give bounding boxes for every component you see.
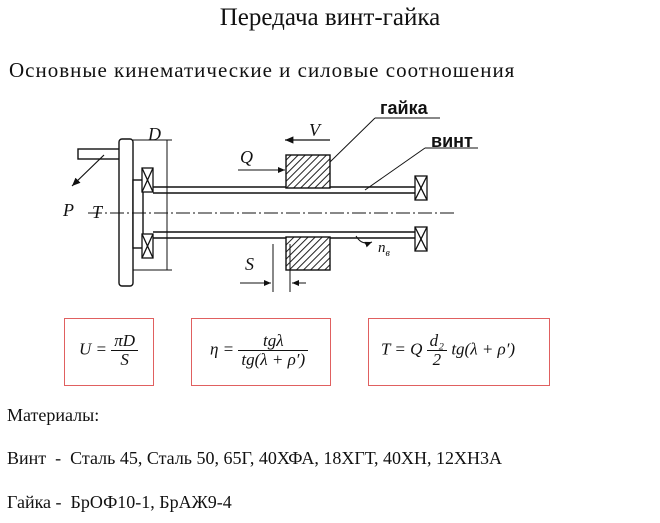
screw-shaft (153, 186, 415, 239)
label-V: V (309, 120, 320, 140)
materials-heading: Материалы: (7, 405, 100, 425)
label-n-sub: в (385, 248, 390, 259)
right-bearing (414, 175, 428, 252)
label-screw: винт (431, 131, 473, 151)
formula-box-ratio: U = πD S (64, 318, 154, 386)
label-S: S (245, 254, 254, 274)
formula-ratio-den: S (120, 350, 129, 369)
materials-screw-line: Винт - Сталь 45, Сталь 50, 65Г, 40ХФА, 1… (7, 448, 502, 468)
formula-ratio-lhs: U = (79, 339, 107, 359)
handle (77, 148, 121, 160)
formula-ratio-num: πD (111, 332, 139, 351)
formula-torque-rhs: tg(λ + ρ′) (451, 339, 516, 359)
formula-efficiency-num: tgλ (238, 332, 309, 351)
formula-efficiency-fraction: tgλ tg(λ + ρ′) (238, 332, 309, 369)
dimension-D (133, 139, 172, 271)
materials-nut-line: Гайка - БрОФ10-1, БрАЖ9-4 (7, 492, 232, 512)
label-Q: Q (240, 147, 253, 167)
formula-torque-fraction: d₂ 2 (426, 332, 448, 369)
label-n: nв (378, 240, 390, 259)
label-n-main: n (378, 240, 386, 256)
formula-box-efficiency: η = tgλ tg(λ + ρ′) (191, 318, 331, 386)
nut (285, 154, 331, 271)
leader-lines (329, 117, 478, 248)
label-D: D (148, 124, 161, 144)
left-bearing (141, 167, 154, 259)
dimension-S (240, 244, 306, 292)
force-arrow-P (71, 154, 105, 187)
label-nut: гайка (380, 98, 428, 118)
formula-torque-den: 2 (432, 350, 442, 369)
handwheel (118, 138, 144, 287)
formula-torque-lhs: T = Q (381, 339, 423, 359)
formula-ratio-fraction: πD S (111, 332, 139, 369)
formula-torque: T = Q d₂ 2 tg(λ + ρ′) (381, 332, 515, 369)
formula-efficiency-lhs: η = (210, 339, 235, 359)
label-P: P (63, 200, 74, 220)
page-title: Передача винт-гайка (219, 4, 441, 31)
formula-torque-num: d₂ (426, 332, 448, 351)
formula-ratio: U = πD S (79, 332, 139, 369)
page-subtitle: Основные кинематические и силовые соотно… (9, 58, 516, 82)
label-T: T (92, 202, 103, 222)
formula-box-torque: T = Q d₂ 2 tg(λ + ρ′) (368, 318, 550, 386)
formula-efficiency: η = tgλ tg(λ + ρ′) (210, 332, 309, 369)
formula-efficiency-den: tg(λ + ρ′) (241, 350, 306, 369)
